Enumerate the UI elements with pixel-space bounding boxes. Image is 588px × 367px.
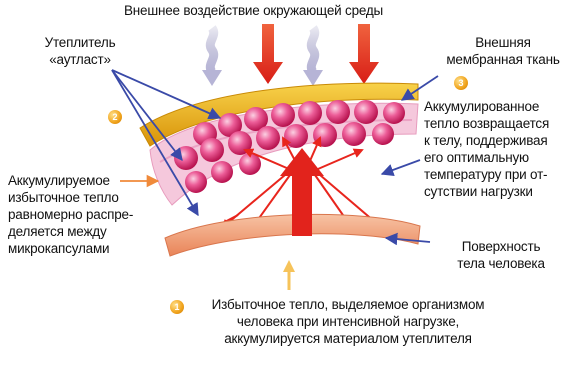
environment-label: Внешнее воздействие окружающей среды — [124, 2, 383, 19]
excess-heat-label: Избыточное тепло, выделяемое организмом … — [188, 296, 508, 347]
excess-heat-line-1: Избыточное тепло, выделяемое организмом — [188, 296, 508, 313]
membrane-label-line-1: Внешняя — [428, 34, 578, 51]
returned-heat-line-2: тепло возвращается — [424, 115, 549, 132]
returned-heat-line-6: сутствии нагрузки — [424, 183, 549, 200]
returned-heat-line-3: к телу, поддерживая — [424, 132, 549, 149]
excess-heat-line-2: человека при интенсивной нагрузке, — [188, 313, 508, 330]
body-surface-line-2: тела человека — [436, 255, 566, 272]
body-surface-label: Поверхность тела человека — [436, 238, 566, 272]
body-surface-line-1: Поверхность — [436, 238, 566, 255]
insulation-label: Утеплитель «аутласт» — [20, 34, 140, 68]
badge-1: 1 — [170, 300, 184, 314]
returned-heat-label: Аккумулированное тепло возвращается к те… — [424, 98, 549, 200]
accumulated-heat-label: Аккумулируемое избыточное тепло равномер… — [8, 172, 133, 257]
insulation-label-line-1: Утеплитель — [20, 34, 140, 51]
returned-heat-line-4: его оптимальную — [424, 149, 549, 166]
returned-heat-line-5: температуру при от- — [424, 166, 549, 183]
accumulated-line-3: равномерно распре- — [8, 206, 133, 223]
returned-heat-line-1: Аккумулированное — [424, 98, 549, 115]
accumulated-line-4: деляется между — [8, 223, 133, 240]
insulation-label-line-2: «аутласт» — [20, 51, 140, 68]
badge-2: 2 — [108, 110, 122, 124]
accumulated-line-1: Аккумулируемое — [8, 172, 133, 189]
membrane-label-line-2: мембранная ткань — [428, 51, 578, 68]
membrane-label: Внешняя мембранная ткань — [428, 34, 578, 68]
excess-heat-line-3: аккумулируется материалом утеплителя — [188, 330, 508, 347]
accumulated-line-2: избыточное тепло — [8, 189, 133, 206]
body-heat-source-arrow — [283, 260, 295, 290]
badge-3: 3 — [454, 76, 468, 90]
accumulated-line-5: микрокапсулами — [8, 240, 133, 257]
